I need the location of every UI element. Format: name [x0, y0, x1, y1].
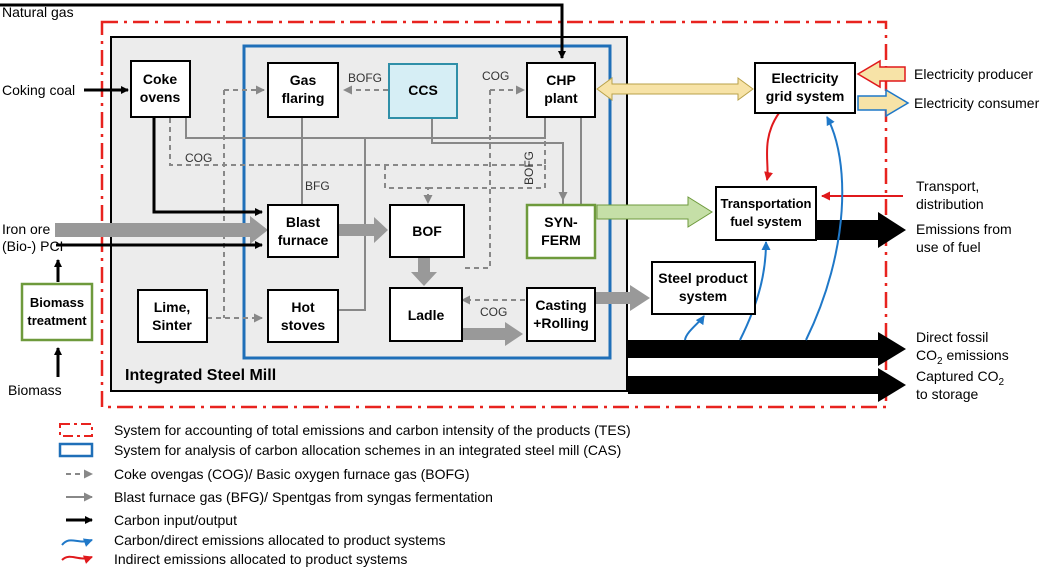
gas-flaring-box: [267, 62, 339, 118]
transport-fuel-label-1: Transportation: [720, 196, 811, 211]
biomass-treatment-label-1: Biomass: [30, 295, 84, 310]
ladle-box: [389, 287, 463, 342]
synferm-label-1: SYN-: [544, 214, 578, 230]
indirect-emission-flows: [764, 112, 903, 201]
captured-label-1: Captured CO2: [916, 368, 1004, 388]
biomass-treatment-box: [20, 282, 94, 342]
coke-ovens-label-2: ovens: [140, 89, 181, 105]
direct-fossil-label-2: CO2 emissions: [916, 347, 1009, 367]
bfg-label: BFG: [305, 179, 330, 193]
biomass-treatment-label-2: treatment: [27, 313, 87, 328]
chp-plant-box: [526, 62, 596, 118]
transport-label-1: Transport,: [916, 178, 979, 194]
coke-ovens-label-1: Coke: [143, 71, 177, 87]
mill-label: Integrated Steel Mill: [125, 367, 276, 384]
steel-product-label-1: Steel product: [658, 270, 748, 286]
process-arrows: [55, 216, 650, 346]
cog-bofg-flows: [169, 85, 546, 323]
bof-box: [389, 204, 465, 258]
blast-furnace-box: [267, 204, 339, 258]
legend-cas-swatch: [58, 442, 94, 458]
electricity-producer-label: Electricity producer: [914, 66, 1033, 82]
lime-sinter-box: [137, 289, 208, 343]
cas-boundary: [242, 44, 612, 360]
external-labels: Natural gas Coking coal Iron ore (Bio-) …: [2, 4, 1040, 402]
legend-solid-gray-text: Blast furnace gas (BFG)/ Spentgas from s…: [114, 489, 493, 505]
coking-coal-label: Coking coal: [2, 82, 75, 98]
chp-plant-label-1: CHP: [546, 72, 576, 88]
synferm-box: [525, 203, 597, 260]
bofg-top-label: BOFG: [348, 71, 382, 85]
blast-furnace-label-1: Blast: [286, 214, 321, 230]
emissions-fuel-label-1: Emissions from: [916, 221, 1012, 237]
electricity-grid-label-2: grid system: [766, 88, 845, 104]
electricity-grid-box: [754, 62, 856, 114]
gas-flaring-label-2: flaring: [282, 90, 325, 106]
cog-top-label: COG: [482, 69, 509, 83]
cog-left-label: COG: [185, 151, 212, 165]
carbon-flows: [0, 3, 906, 402]
bio-pci-label: (Bio-) PCI: [2, 238, 63, 254]
carbon-allocation-flows: [684, 116, 844, 341]
casting-box: [526, 287, 596, 342]
ccs-label: CCS: [408, 82, 438, 98]
legend-cas-text: System for analysis of carbon allocation…: [114, 442, 621, 458]
legend: System for accounting of total emissions…: [58, 422, 631, 567]
legend-blue-text: Carbon/direct emissions allocated to pro…: [114, 532, 445, 548]
bofg-vertical-label: BOFG: [522, 151, 536, 185]
coke-ovens-box: [130, 60, 191, 118]
hot-stoves-box: [267, 289, 339, 343]
node-labels: Coke ovens Gas flaring CCS CHP plant Ele…: [27, 70, 844, 333]
gas-flaring-label-1: Gas: [290, 72, 317, 88]
hot-stoves-label-2: stoves: [281, 317, 326, 333]
natural-gas-label: Natural gas: [2, 4, 74, 20]
chp-plant-label-2: plant: [544, 90, 578, 106]
legend-blue-arrow: [61, 538, 93, 547]
legend-red-arrow: [61, 555, 93, 564]
lime-sinter-label-2: Sinter: [152, 317, 192, 333]
synferm-to-fuel-arrow: [596, 196, 713, 228]
transport-label-2: distribution: [916, 196, 984, 212]
hot-stoves-label-1: Hot: [291, 299, 315, 315]
tes-boundary: [100, 20, 888, 409]
chp-grid-arrow: [596, 77, 754, 101]
lime-sinter-label-1: Lime,: [154, 299, 191, 315]
transport-fuel-label-2: fuel system: [730, 214, 802, 229]
iron-ore-label: Iron ore: [2, 221, 50, 237]
steel-product-label-2: system: [679, 288, 727, 304]
synferm-label-2: FERM: [541, 232, 581, 248]
ladle-label: Ladle: [408, 307, 445, 323]
cog-bottom-label: COG: [480, 305, 507, 319]
flow-labels: BOFG COG COG BFG BOFG COG: [185, 69, 536, 319]
blast-furnace-label-2: furnace: [278, 232, 329, 248]
legend-red-text: Indirect emissions allocated to product …: [114, 551, 407, 567]
captured-label-2: to storage: [916, 386, 978, 402]
bof-label: BOF: [412, 223, 442, 239]
emissions-fuel-label-2: use of fuel: [916, 239, 981, 255]
node-boxes: [20, 60, 856, 343]
transport-fuel-box: [715, 186, 817, 241]
casting-label-1: Casting: [535, 297, 586, 313]
electricity-producer-arrow: [856, 59, 906, 89]
biomass-label: Biomass: [8, 382, 62, 398]
casting-label-2: +Rolling: [533, 315, 589, 331]
legend-dashed-gray-text: Coke ovengas (COG)/ Basic oxygen furnace…: [114, 466, 470, 482]
legend-tes-text: System for accounting of total emissions…: [114, 422, 631, 438]
electricity-grid-label-1: Electricity: [772, 70, 839, 86]
legend-black-text: Carbon input/output: [114, 512, 237, 528]
legend-tes-swatch: [59, 423, 93, 437]
electricity-consumer-arrow: [857, 88, 910, 118]
electricity-consumer-label: Electricity consumer: [914, 95, 1040, 111]
direct-fossil-label-1: Direct fossil: [916, 329, 988, 345]
steel-product-box: [651, 261, 756, 315]
ccs-box: [388, 63, 458, 119]
